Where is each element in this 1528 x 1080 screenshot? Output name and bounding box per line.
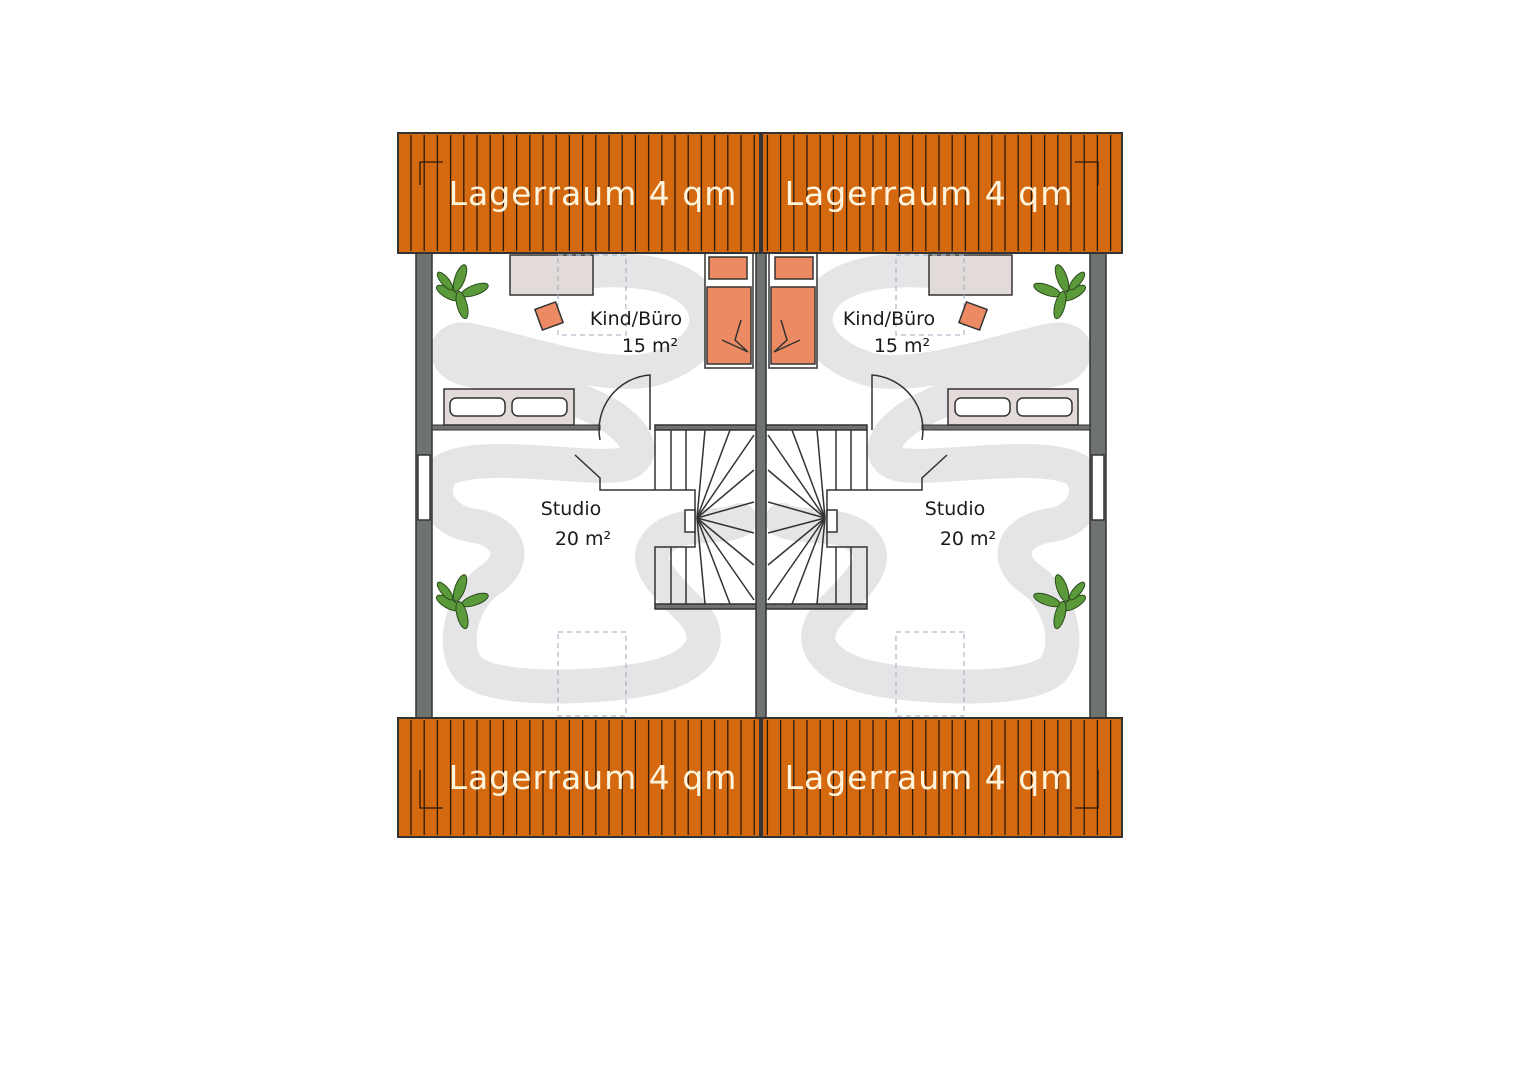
room-name: Kind/Büro [843, 308, 935, 330]
room-name: Studio [925, 498, 986, 520]
storage-band-bottom-left [397, 717, 761, 838]
room-area: 15 m² [622, 335, 678, 357]
room-area: 20 m² [940, 528, 996, 550]
room-name: Kind/Büro [590, 308, 682, 330]
storage-band-bottom-right [761, 717, 1123, 838]
storage-band-top-left [397, 132, 761, 254]
unit-left [416, 253, 757, 718]
unit-right [765, 253, 1106, 718]
storage-label: Lagerraum 4 qm [449, 174, 738, 213]
room-name: Studio [541, 498, 602, 520]
party-wall [755, 252, 767, 719]
storage-label: Lagerraum 4 qm [785, 174, 1074, 213]
storage-label: Lagerraum 4 qm [785, 758, 1074, 797]
storage-label: Lagerraum 4 qm [449, 758, 738, 797]
storage-band-top-right [761, 132, 1123, 254]
room-area: 15 m² [874, 335, 930, 357]
room-area: 20 m² [555, 528, 611, 550]
